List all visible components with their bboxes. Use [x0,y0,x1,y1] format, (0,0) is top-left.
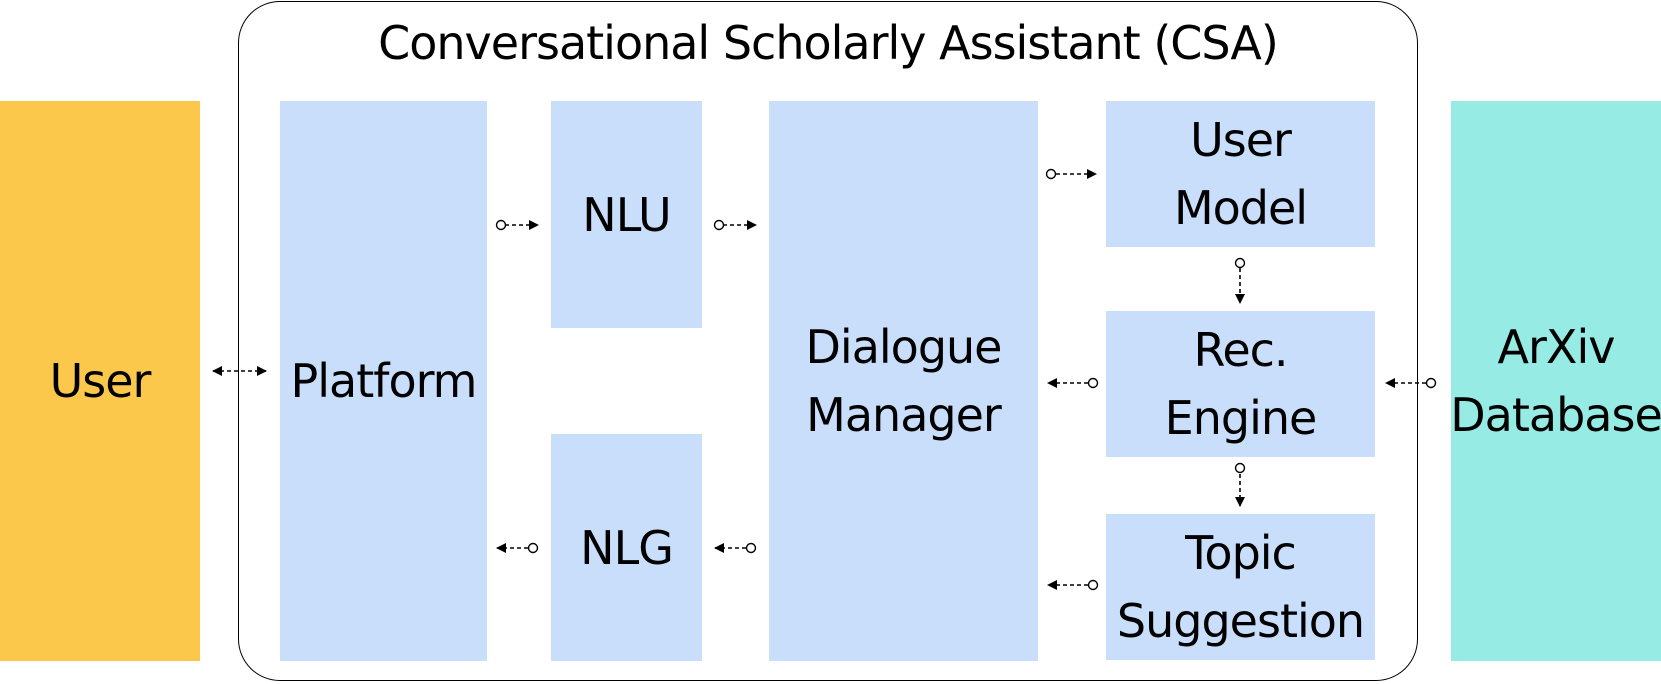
arxiv-database-label: ArXiv Database [1450,320,1661,442]
edge-origin-rec-dialogue [1087,377,1099,389]
platform-label: Platform [290,354,478,408]
user-model-label: User Model [1173,113,1308,235]
topic-suggestion-label: Topic Suggestion [1116,526,1365,648]
edge-origin-platform-nlu [495,219,507,231]
nlu-node: NLU [551,101,702,328]
platform-node: Platform [280,101,487,661]
topic-suggestion-node: Topic Suggestion [1106,514,1375,660]
csa-container [238,1,1418,681]
edge-origin-dialogue-nlg [745,542,757,554]
rec-engine-node: Rec. Engine [1106,311,1375,457]
edge-origin-topic-dialogue [1087,579,1099,591]
diagram-title: Conversational Scholarly Assistant (CSA) [378,16,1279,70]
dialogue-manager-node: Dialogue Manager [769,101,1038,661]
edge-origin-rec-topic [1234,462,1246,474]
edge-origin-nlu-dialogue [713,219,725,231]
edge-origin-arxiv-rec [1425,377,1437,389]
edge-origin-user-model-rec [1234,257,1246,269]
rec-engine-label: Rec. Engine [1164,323,1318,445]
user-node: User [0,101,200,661]
nlg-node: NLG [551,434,702,661]
nlu-label: NLU [582,187,671,242]
user-model-node: User Model [1106,101,1375,247]
arxiv-database-node: ArXiv Database [1450,101,1661,661]
edge-origin-nlg-platform [527,542,539,554]
dialogue-manager-label: Dialogue Manager [805,320,1003,442]
edge-origin-dialogue-user-model [1045,168,1057,180]
user-label: User [49,354,152,408]
nlg-label: NLG [580,520,674,575]
